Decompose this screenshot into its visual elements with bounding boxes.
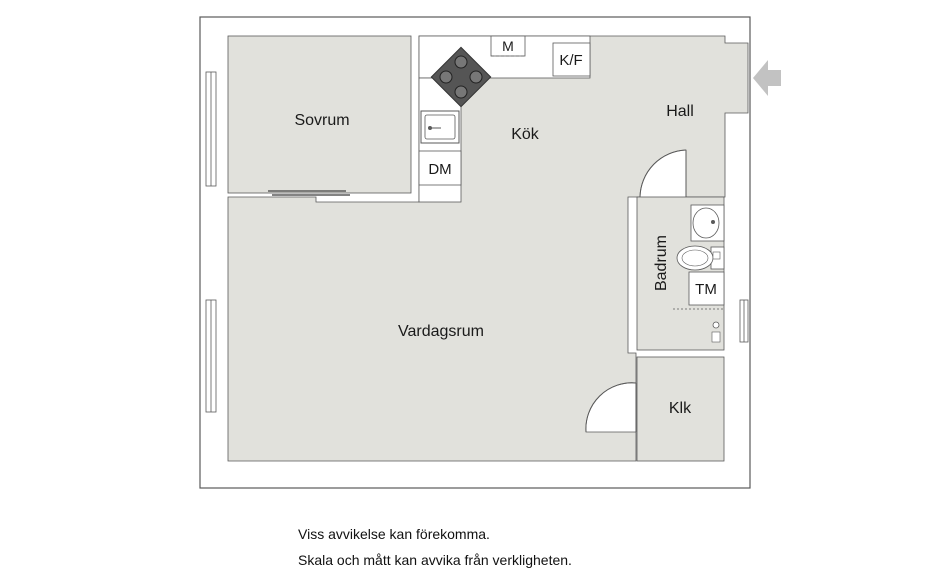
room-label-hall: Hall	[666, 103, 694, 120]
closet-floor	[636, 356, 725, 462]
dishwasher-box	[418, 150, 462, 186]
entrance-arrow-icon	[753, 60, 781, 96]
disclaimer-line-1: Viss avvikelse kan förekomma.	[298, 526, 490, 542]
floor-plan: Sovrum Kök Hall Vardagsrum Badrum Klk M …	[199, 16, 781, 489]
disclaimer-line-2: Skala och mått kan avvika från verklighe…	[298, 552, 572, 568]
room-label-kok: Kök	[511, 126, 540, 143]
room-label-vardagsrum: Vardagsrum	[398, 323, 484, 340]
kitchen-sink-icon	[420, 110, 460, 144]
appliance-label-microwave: M	[502, 38, 514, 54]
appliance-label-dishwasher: DM	[428, 161, 451, 178]
fridge-freezer-box	[552, 42, 591, 77]
appliance-label-fridge-freezer: K/F	[559, 52, 582, 69]
window-bedroom	[205, 71, 217, 187]
bathroom-sink-icon	[690, 204, 725, 242]
window-living-room	[205, 299, 217, 413]
room-label-badrum: Badrum	[653, 235, 670, 291]
window-bathroom	[739, 299, 749, 343]
room-label-sovrum: Sovrum	[294, 112, 349, 129]
shower-icon	[673, 308, 724, 343]
toilet-icon	[676, 245, 725, 271]
appliance-label-washing-machine: TM	[695, 281, 717, 298]
room-label-klk: Klk	[669, 400, 692, 417]
bedroom-floor	[227, 35, 412, 194]
bathroom-door-swing	[639, 149, 687, 198]
stove-icon	[430, 46, 492, 108]
closet-door-swing	[585, 382, 637, 433]
washing-machine-box	[688, 271, 725, 306]
